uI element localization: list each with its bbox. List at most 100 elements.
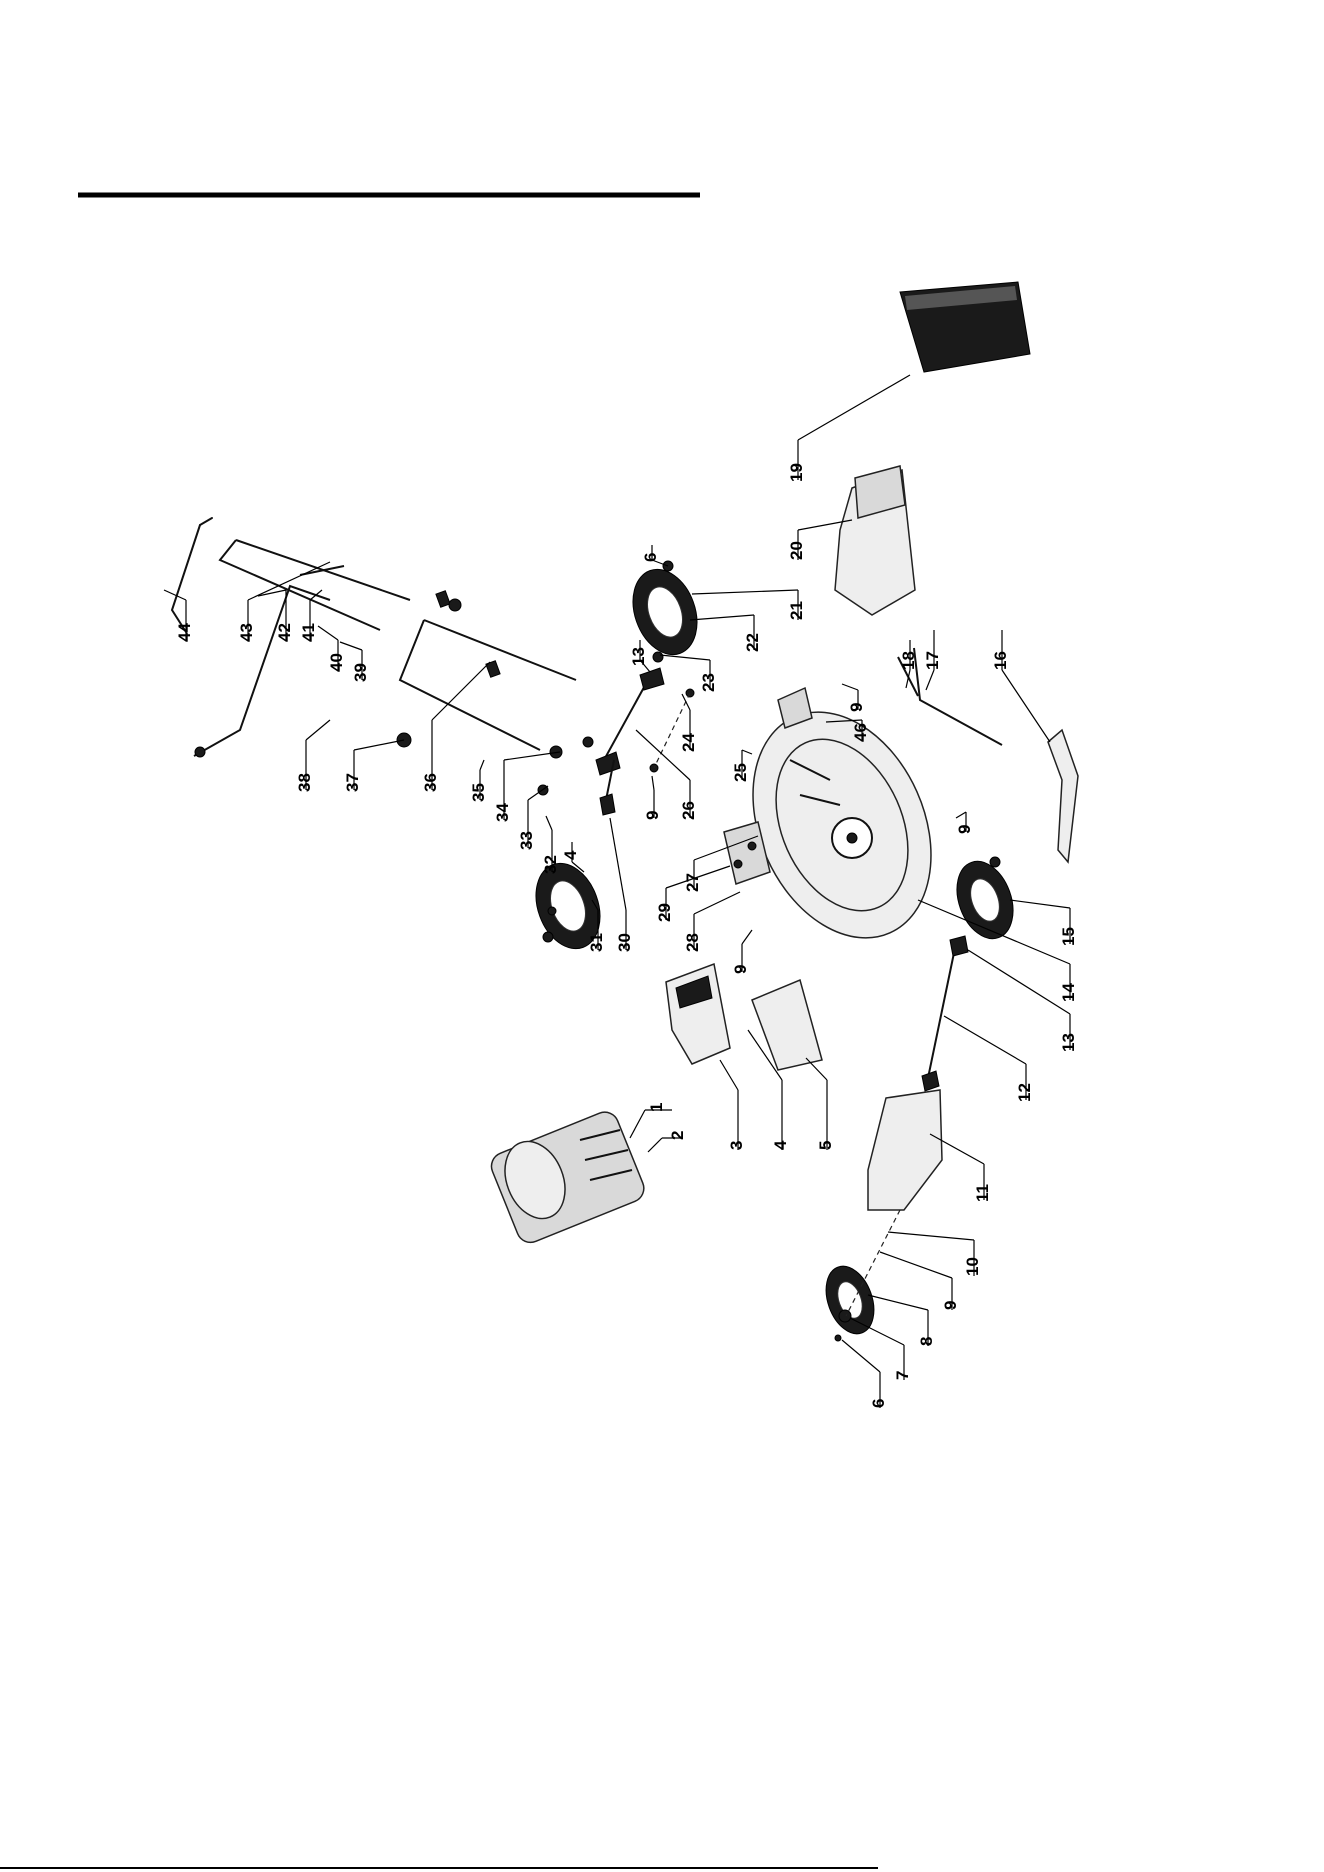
part-callouts: 1 2 3 4 5 6 7	[164, 375, 1078, 1408]
part-label: 34	[493, 803, 512, 822]
part-label: 10	[963, 1257, 982, 1276]
callout-17: 17	[923, 630, 942, 690]
mulch-plug-part	[752, 980, 822, 1070]
callout-22: 22	[690, 615, 762, 652]
callout-10: 10	[888, 1232, 982, 1276]
part-label: 42	[275, 623, 294, 642]
callout-6a: 6	[842, 1340, 888, 1408]
part-label: 41	[299, 623, 318, 642]
part-label: 33	[517, 831, 536, 850]
callout-28: 28	[683, 892, 740, 952]
callout-40: 40	[318, 626, 346, 672]
part-label: 26	[679, 801, 698, 820]
lower-handle-part	[400, 591, 576, 750]
callout-33: 33	[517, 786, 548, 850]
engine-part	[487, 1108, 648, 1247]
part-label: 25	[731, 763, 750, 782]
callout-9d: 9	[643, 776, 662, 820]
callout-8: 8	[868, 1295, 936, 1346]
part-label: 16	[991, 651, 1010, 670]
part-label: 20	[787, 541, 806, 560]
rear-cover-part	[868, 1090, 942, 1210]
callout-41: 41	[299, 590, 322, 642]
part-label: 23	[699, 673, 718, 692]
handle-grip-part	[172, 518, 212, 632]
handle-knobs-part	[397, 599, 593, 795]
rear-axle-part	[596, 668, 694, 775]
callout-35: 35	[469, 760, 488, 802]
callout-32: 32	[541, 816, 560, 874]
part-label: 13	[1059, 1033, 1078, 1052]
part-label: 22	[743, 633, 762, 652]
callout-25: 25	[731, 750, 752, 782]
grass-bag-part	[835, 466, 915, 615]
callout-30: 30	[610, 818, 634, 952]
part-label: 39	[351, 663, 370, 682]
callout-16: 16	[991, 630, 1050, 742]
callout-9c: 9	[955, 812, 974, 834]
part-label: 11	[973, 1184, 992, 1202]
part-label: 6	[869, 1399, 888, 1408]
part-label: 36	[421, 773, 440, 792]
part-label: 9	[847, 703, 866, 712]
part-label: 4	[771, 1140, 790, 1150]
part-label: 9	[941, 1301, 960, 1310]
part-label: 32	[541, 855, 560, 874]
part-label: 6	[641, 553, 660, 562]
callout-12: 12	[944, 1016, 1034, 1102]
part-label: 31	[587, 933, 606, 952]
part-label: 46	[851, 723, 870, 742]
blade-part	[1048, 730, 1078, 862]
callout-24: 24	[679, 694, 698, 752]
part-label: 9	[643, 811, 662, 820]
part-label: 43	[237, 623, 256, 642]
part-label: 14	[1059, 983, 1078, 1002]
callout-19: 19	[787, 375, 910, 482]
callout-13b: 13	[629, 640, 650, 672]
part-label: 15	[1059, 927, 1078, 946]
part-label: 18	[899, 651, 918, 670]
part-label: 38	[295, 773, 314, 792]
part-label: 1	[647, 1103, 666, 1112]
callout-38: 38	[295, 720, 330, 792]
part-label: 13	[629, 647, 648, 666]
callout-42: 42	[258, 590, 294, 642]
rear-flap-part	[666, 964, 730, 1064]
callout-18: 18	[899, 640, 918, 688]
part-label: 2	[668, 1131, 687, 1140]
part-label: 12	[1015, 1083, 1034, 1102]
lawn-mower-parts	[172, 282, 1078, 1341]
part-label: 21	[787, 601, 806, 620]
part-label: 44	[175, 623, 194, 642]
part-label: 35	[469, 783, 488, 802]
part-label: 5	[816, 1141, 835, 1150]
callout-37: 37	[343, 740, 404, 792]
callout-5: 5	[806, 1058, 835, 1150]
callout-34: 34	[493, 752, 560, 822]
part-label: 9	[955, 825, 974, 834]
callout-1: 1	[630, 1103, 672, 1138]
part-label: 17	[923, 651, 942, 670]
part-label: 29	[655, 903, 674, 922]
part-label: 9	[731, 965, 750, 974]
part-label: 19	[787, 463, 806, 482]
callout-2: 2	[648, 1131, 687, 1152]
part-label: 37	[343, 773, 362, 792]
part-label: 3	[727, 1141, 746, 1150]
part-label: 27	[683, 873, 702, 892]
part-label: 30	[615, 933, 634, 952]
callout-23: 23	[660, 655, 718, 692]
part-label: 28	[683, 933, 702, 952]
part-label: 40	[327, 653, 346, 672]
grass-bag-top-part	[900, 282, 1030, 372]
callout-44: 44	[164, 590, 194, 642]
part-label: 4	[561, 850, 580, 860]
callout-9e: 9	[731, 930, 752, 974]
callout-3: 3	[720, 1060, 746, 1150]
part-label: 7	[893, 1371, 912, 1380]
part-label: 8	[917, 1337, 936, 1346]
part-label: 24	[679, 733, 698, 752]
callout-15: 15	[1010, 900, 1078, 946]
callout-9b: 9	[842, 684, 866, 712]
